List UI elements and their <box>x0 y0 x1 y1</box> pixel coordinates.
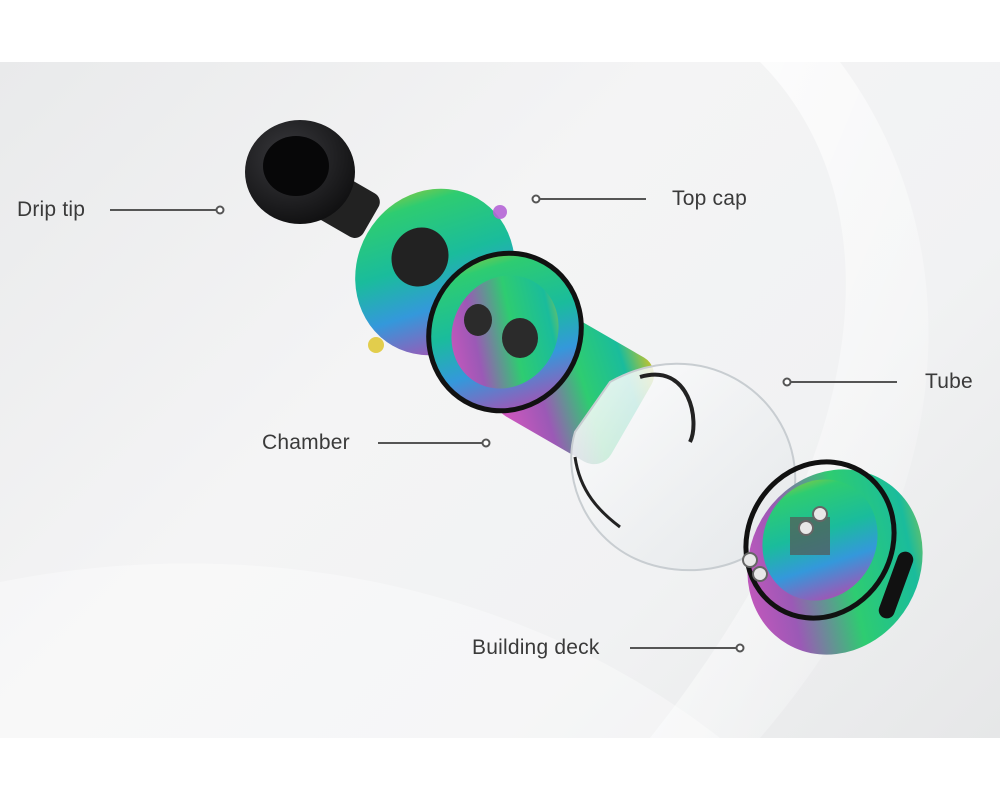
chamber-part <box>426 250 654 465</box>
top-cap-label: Top cap <box>672 187 747 210</box>
tube-leader-dot <box>782 377 792 387</box>
top-cap-leader-dot <box>531 194 541 204</box>
drip-tip-label: Drip tip <box>17 198 86 221</box>
building-deck-part <box>742 459 923 655</box>
leader-lines <box>110 198 897 649</box>
drip-tip-leader-dot <box>215 205 225 215</box>
drip-tip-part <box>245 120 380 238</box>
diagram-stage: Drip tip Top cap Tube Chamber Building d… <box>0 62 1000 738</box>
tube-label: Tube <box>925 370 973 393</box>
leader-dots <box>215 194 792 653</box>
building-deck-label: Building deck <box>472 636 600 659</box>
atomizer-exploded-view <box>110 120 923 655</box>
chamber-leader-dot <box>481 438 491 448</box>
building-deck-leader-dot <box>735 643 745 653</box>
chamber-label: Chamber <box>262 431 350 454</box>
